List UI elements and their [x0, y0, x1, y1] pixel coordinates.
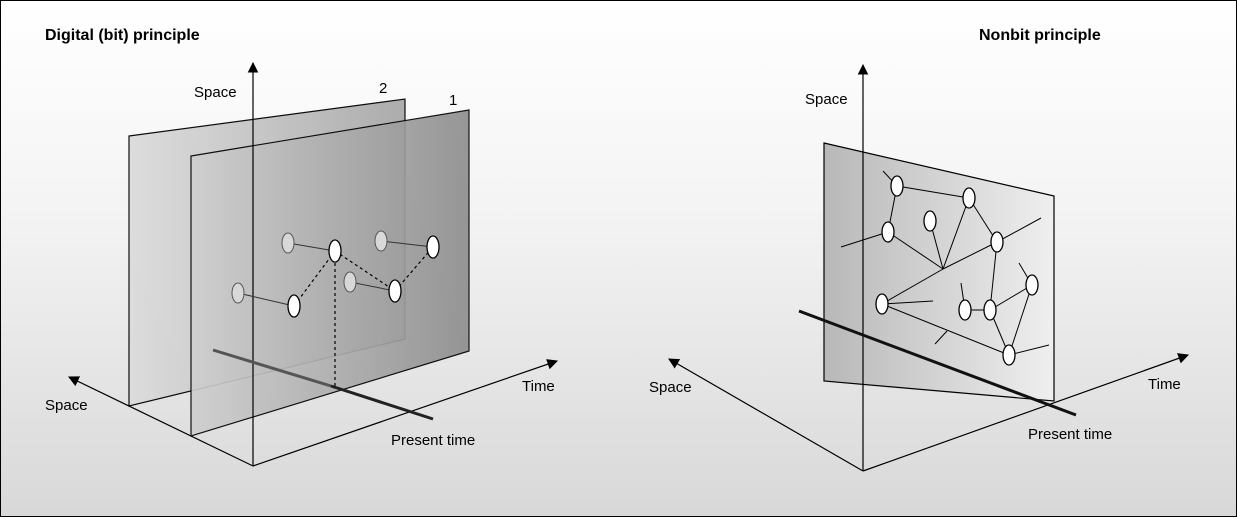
right-panel: Nonbit principle [649, 27, 1190, 472]
right-label-time: Time [1148, 376, 1181, 393]
left-panel-title: Digital (bit) principle [45, 27, 200, 44]
right-edge [989, 284, 1033, 311]
left-label-present-time: Present time [391, 432, 475, 449]
left-label-space-vertical: Space [194, 84, 237, 101]
left-node-faint [231, 282, 245, 304]
right-node [875, 293, 889, 315]
right-axis-time [862, 353, 1190, 472]
right-label-space-depth: Space [649, 379, 692, 396]
right-present-time-line [798, 309, 1077, 417]
left-present-time-line-front [330, 384, 434, 421]
left-present-time-line [212, 348, 332, 388]
left-label-time: Time [522, 378, 555, 395]
plane-1 [190, 109, 470, 437]
left-edge [380, 240, 434, 248]
right-panel-title: Nonbit principle [979, 27, 1101, 44]
right-edge [881, 303, 1010, 356]
right-edge [881, 300, 934, 305]
right-axis-space-depth [668, 358, 864, 472]
right-label-space-vertical: Space [805, 91, 848, 108]
right-node [958, 299, 972, 321]
right-node [923, 210, 937, 232]
right-node [1025, 274, 1039, 296]
left-node [287, 294, 301, 318]
left-dashed-edge [394, 246, 434, 292]
right-node [990, 231, 1004, 253]
left-edge [237, 292, 295, 307]
left-axis-space-depth [68, 376, 254, 467]
right-edge [996, 217, 1042, 243]
plane-2-label: 2 [379, 80, 387, 97]
right-edge [881, 268, 944, 305]
right-node [1002, 344, 1016, 366]
left-panel: Digital (bit) principle 2 1 [45, 27, 559, 467]
left-node [328, 239, 342, 263]
right-edge [896, 185, 970, 199]
left-node [426, 235, 440, 259]
right-node [983, 299, 997, 321]
right-edge [942, 197, 970, 270]
right-node [881, 221, 895, 243]
right-edge [1008, 284, 1033, 356]
left-node-faint [343, 271, 357, 293]
plane-1-label: 1 [449, 92, 457, 109]
right-edge [840, 231, 889, 248]
left-label-space-depth: Space [45, 397, 88, 414]
right-edge [1008, 344, 1050, 356]
right-edge [989, 241, 998, 311]
left-edge [287, 242, 336, 252]
left-node-faint [374, 230, 388, 252]
left-dashed-edge [334, 250, 396, 292]
left-axis-time [252, 359, 559, 467]
left-node-faint [281, 232, 295, 254]
right-node [962, 187, 976, 209]
right-edge [887, 231, 944, 270]
right-label-present-time: Present time [1028, 426, 1112, 443]
left-node [388, 279, 402, 303]
right-edge [934, 330, 948, 345]
right-plane [823, 142, 1055, 402]
right-node [890, 175, 904, 197]
right-edge [942, 241, 998, 270]
left-edge [349, 281, 396, 292]
